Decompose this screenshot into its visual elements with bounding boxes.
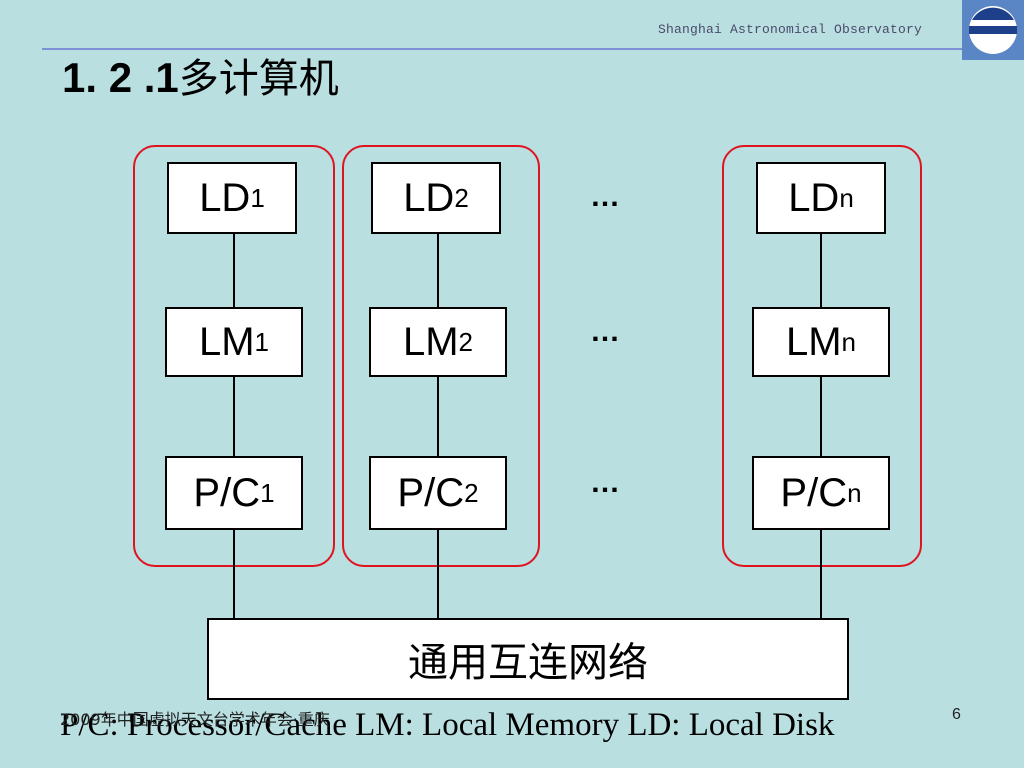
lm-label: LM bbox=[402, 319, 459, 364]
connector-line bbox=[233, 233, 235, 618]
title-text: 多计算机 bbox=[178, 56, 339, 102]
ld-label: LD bbox=[788, 175, 840, 220]
node-group-2 bbox=[342, 145, 540, 567]
pc-label: P/C bbox=[780, 470, 848, 515]
footer-conference: 2009年中国虚拟天文台学术年会·重庆 bbox=[60, 710, 330, 729]
node-group-n bbox=[722, 145, 922, 567]
interconnect-network-box: 通用互连网络 bbox=[207, 618, 849, 700]
ld-label: LD bbox=[403, 175, 455, 220]
ellipsis-ld: … bbox=[590, 180, 621, 213]
observatory-logo-icon bbox=[962, 0, 1024, 60]
header-rule bbox=[42, 48, 962, 50]
organization-label: Shanghai Astronomical Observatory bbox=[658, 22, 923, 37]
pc-label: P/C bbox=[193, 470, 261, 515]
legend-text: P/C: Processor/Cache LM: Local Memory LD… bbox=[60, 707, 835, 743]
title-number: 1. 2 .1 bbox=[62, 54, 179, 101]
lm-label: LM bbox=[785, 319, 842, 364]
ellipsis-lm: … bbox=[590, 315, 621, 348]
connector-line bbox=[820, 233, 822, 618]
page-number: 6 bbox=[952, 706, 961, 723]
pc-label: P/C bbox=[397, 470, 465, 515]
ellipsis-pc: … bbox=[590, 466, 621, 499]
lm-label: LM bbox=[198, 319, 255, 364]
connector-line bbox=[437, 233, 439, 618]
ld-label: LD bbox=[199, 175, 251, 220]
page-title: 1. 2 .1多计算机 bbox=[62, 46, 339, 104]
network-label: 通用互连网络 bbox=[408, 640, 648, 686]
